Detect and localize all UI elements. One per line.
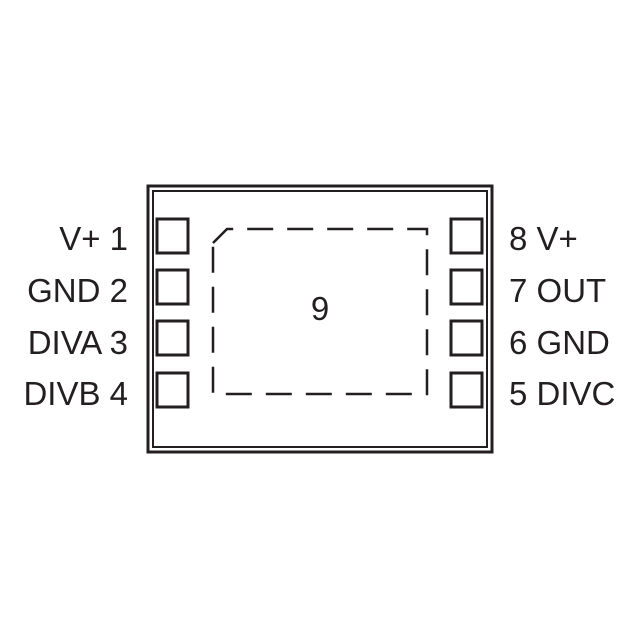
pin-5-label: 5 DIVC bbox=[509, 375, 615, 412]
pin-1-pad bbox=[155, 217, 190, 255]
pin-2-pad bbox=[155, 268, 190, 306]
pin-8-pad bbox=[449, 217, 484, 255]
exposed-pad-outline bbox=[211, 227, 429, 396]
pin-3-label: DIVA 3 bbox=[28, 324, 128, 361]
pin-1-label: V+ 1 bbox=[59, 220, 128, 257]
pin-4-pad bbox=[155, 371, 190, 409]
package-body-inner-outline bbox=[152, 190, 488, 448]
pin-7-pad bbox=[449, 268, 484, 306]
pin-6-label: 6 GND bbox=[509, 324, 610, 361]
package-body-outline bbox=[146, 184, 494, 454]
pin-5-pad bbox=[449, 371, 484, 409]
pin-7-label: 7 OUT bbox=[509, 272, 606, 309]
exposed-pad-label: 9 bbox=[311, 290, 329, 327]
pin-6-pad bbox=[449, 319, 484, 357]
pin-8-label: 8 V+ bbox=[509, 220, 578, 257]
pin-3-pad bbox=[155, 319, 190, 357]
pin-2-label: GND 2 bbox=[27, 272, 128, 309]
pin-4-label: DIVB 4 bbox=[23, 375, 128, 412]
